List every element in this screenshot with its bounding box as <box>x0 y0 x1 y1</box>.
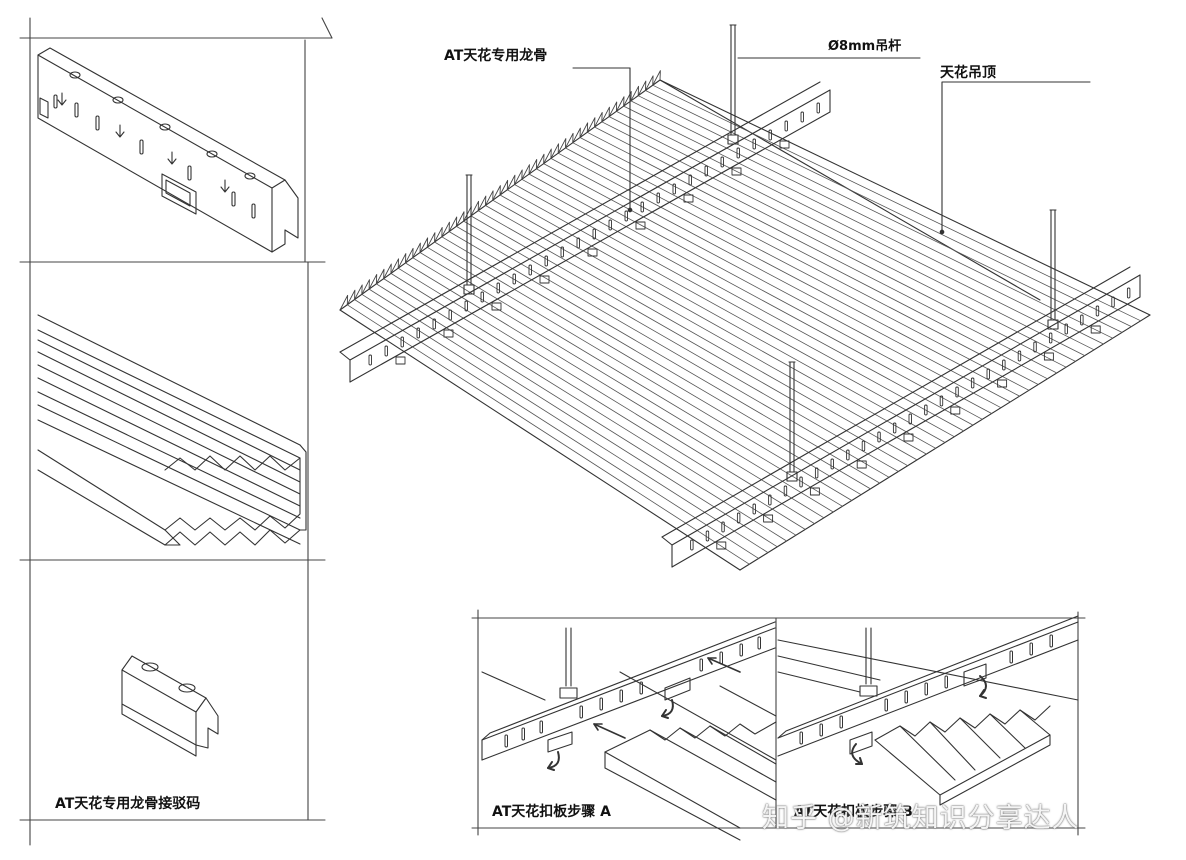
rod-3 <box>786 361 798 482</box>
ceiling-panel-detail <box>37 314 307 546</box>
keel-label: AT天花专用龙骨 <box>444 48 548 64</box>
connector-detail <box>121 655 219 757</box>
left-panel-frame <box>19 17 333 846</box>
step-panels-frame <box>471 609 1086 836</box>
rod-1 <box>727 24 739 145</box>
rod-2 <box>463 174 475 295</box>
step-b-illustration <box>777 615 1079 806</box>
connector-label: AT天花专用龙骨接驳码 <box>55 796 201 812</box>
step-a-illustration <box>481 621 777 841</box>
rod-label: Ø8mm吊杆 <box>828 39 902 54</box>
keel-1 <box>339 81 831 383</box>
step-b-label: AT天花扣板步骤 B <box>794 804 913 820</box>
keel-detail <box>37 47 299 253</box>
keel-2 <box>661 266 1141 568</box>
ceiling-label: 天花吊顶 <box>940 65 996 81</box>
watermark: 知乎 @新筑知识分享达人 <box>762 803 1080 834</box>
rod-4 <box>1047 209 1059 330</box>
step-a-label: AT天花扣板步骤 A <box>492 804 612 820</box>
main-assembly <box>339 24 1151 571</box>
